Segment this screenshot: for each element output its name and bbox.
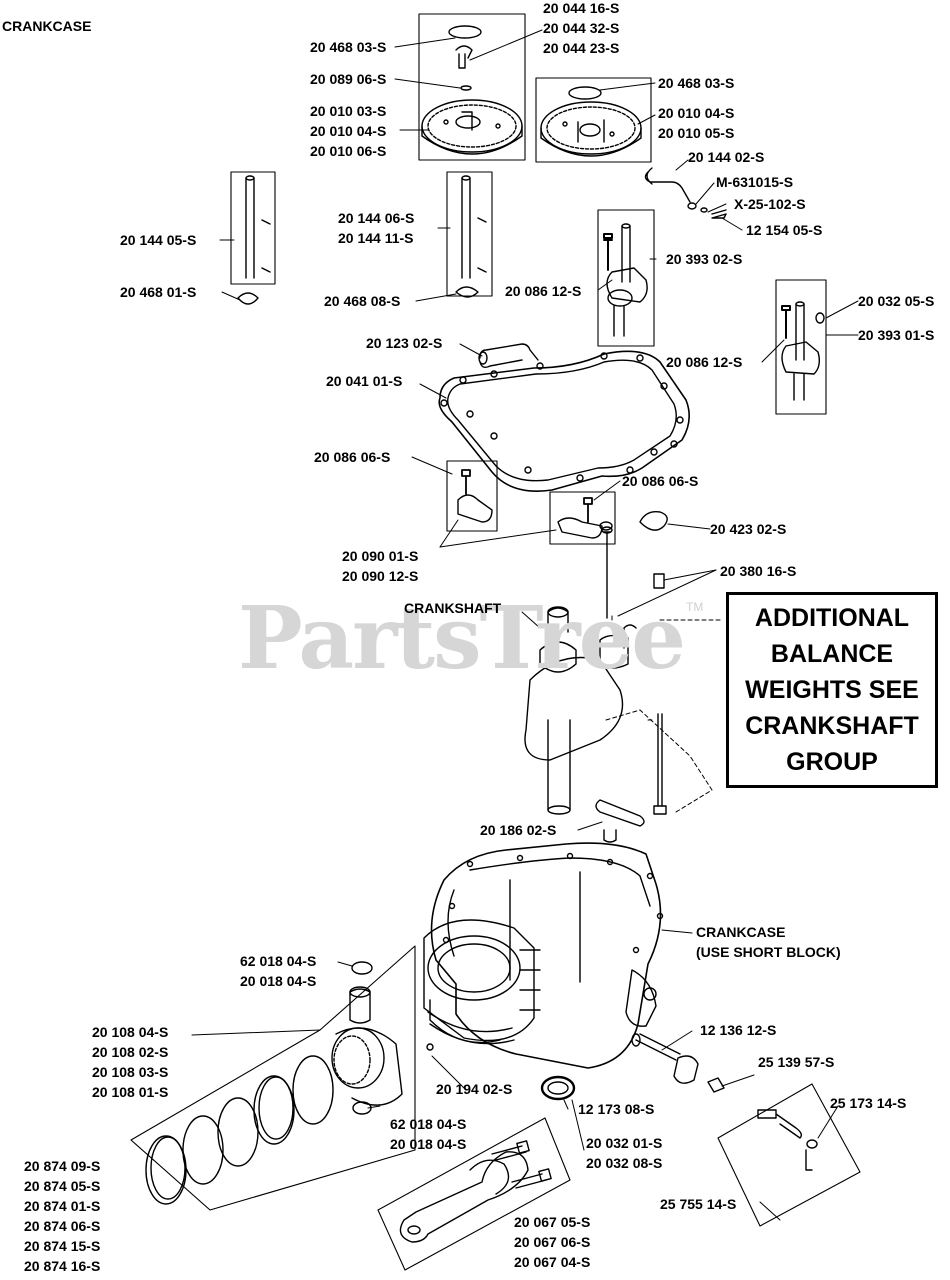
part-label-2008606-b[interactable]: 20 086 06-S xyxy=(622,473,699,489)
part-label-2008612-b[interactable]: 20 086 12-S xyxy=(666,354,743,370)
note-line: WEIGHTS SEE xyxy=(745,676,919,704)
part-label-washer-left[interactable]: 20 468 03-S xyxy=(310,39,387,55)
camshaft-gear-right xyxy=(535,77,652,163)
part-label-2004101[interactable]: 20 041 01-S xyxy=(326,373,403,389)
dipstick-group xyxy=(426,1043,861,1227)
oil-tube-parts xyxy=(644,167,727,219)
rocker-shaft-mid xyxy=(446,171,493,298)
part-label-connecting-rods[interactable]: 20 067 05-S 20 067 06-S 20 067 04-S xyxy=(514,1214,591,1270)
part-label-piston-pin-top[interactable]: 62 018 04-S 20 018 04-S xyxy=(240,953,317,989)
part-label-2513957[interactable]: 25 139 57-S xyxy=(758,1054,835,1070)
partstree-watermark: PartsTree xyxy=(238,588,686,689)
watermark-trademark: TM xyxy=(686,600,704,614)
part-label-2046808[interactable]: 20 468 08-S xyxy=(324,293,401,309)
label-crankcase[interactable]: CRANKCASE (USE SHORT BLOCK) xyxy=(696,924,841,960)
part-label-piston-rings[interactable]: 20 108 04-S 20 108 02-S 20 108 03-S 20 1… xyxy=(92,1024,169,1100)
part-label-2003205[interactable]: 20 032 05-S xyxy=(858,293,935,309)
part-label-2019402[interactable]: 20 194 02-S xyxy=(436,1081,513,1097)
part-label-2039301[interactable]: 20 393 01-S xyxy=(858,327,935,343)
oil-fill-tube xyxy=(631,1033,725,1093)
note-line: GROUP xyxy=(786,748,878,776)
part-label-2008612-a[interactable]: 20 086 12-S xyxy=(505,283,582,299)
governor-assembly-right xyxy=(775,279,827,415)
balance-weights-note: ADDITIONAL BALANCE WEIGHTS SEE CRANKSHAF… xyxy=(726,592,938,788)
piston-rings-group xyxy=(130,945,416,1211)
part-label-2008906[interactable]: 20 089 06-S xyxy=(310,71,387,87)
rocker-shaft-left xyxy=(230,171,276,305)
part-label-2517314[interactable]: 25 173 14-S xyxy=(830,1095,907,1111)
note-line: ADDITIONAL xyxy=(754,604,910,632)
part-label-2008606-a[interactable]: 20 086 06-S xyxy=(314,449,391,465)
part-label-2014405[interactable]: 20 144 05-S xyxy=(120,232,197,248)
part-label-shaft-mid[interactable]: 20 144 06-S 20 144 11-S xyxy=(338,210,415,246)
part-label-camshaft-left[interactable]: 20 010 03-S 20 010 04-S 20 010 06-S xyxy=(310,103,387,159)
part-label-2012302[interactable]: 20 123 02-S xyxy=(366,335,443,351)
part-label-washer-right[interactable]: 20 468 03-S xyxy=(658,75,735,91)
governor-assembly xyxy=(597,209,655,347)
part-label-2018602[interactable]: 20 186 02-S xyxy=(480,822,557,838)
oil-seal xyxy=(540,1075,576,1101)
crankcase-gasket xyxy=(438,350,690,492)
part-label-m631015[interactable]: M-631015-S xyxy=(716,174,794,190)
part-label-2575514[interactable]: 25 755 14-S xyxy=(660,1196,737,1212)
part-label-pistons[interactable]: 20 874 09-S 20 874 05-S 20 874 01-S 20 8… xyxy=(24,1158,101,1274)
cylinder-bolts xyxy=(601,511,668,815)
part-label-1215405[interactable]: 12 154 05-S xyxy=(746,222,823,238)
label-crankshaft[interactable]: CRANKSHAFT xyxy=(404,600,502,616)
connecting-rod-group xyxy=(377,1117,571,1271)
part-label-camshaft-right[interactable]: 20 010 04-S 20 010 05-S xyxy=(658,105,735,141)
part-label-2039302[interactable]: 20 393 02-S xyxy=(666,251,743,267)
part-label-oil-seal[interactable]: 20 032 01-S 20 032 08-S xyxy=(586,1135,663,1171)
camshaft-gear-left xyxy=(418,13,526,161)
note-line: CRANKSHAFT xyxy=(745,712,919,740)
part-label-piston-pin-bottom[interactable]: 62 018 04-S 20 018 04-S xyxy=(390,1116,467,1152)
balance-bar xyxy=(595,799,645,843)
breather-tube xyxy=(478,343,539,369)
leader-lines xyxy=(191,29,859,1221)
balance-weight-left xyxy=(446,460,498,532)
part-label-1213612[interactable]: 12 136 12-S xyxy=(700,1022,777,1038)
part-label-1217308[interactable]: 12 173 08-S xyxy=(578,1101,655,1117)
balance-weight-right xyxy=(549,491,616,545)
crankshaft-drawing xyxy=(524,606,637,815)
page-title: CRANKCASE xyxy=(2,18,92,34)
part-label-2014402[interactable]: 20 144 02-S xyxy=(688,149,765,165)
crankcase-block xyxy=(423,842,664,1069)
part-label-camshaft-lever[interactable]: 20 044 16-S 20 044 32-S 20 044 23-S xyxy=(543,0,620,56)
part-label-2042302[interactable]: 20 423 02-S xyxy=(710,521,787,537)
part-label-balance-weight[interactable]: 20 090 01-S 20 090 12-S xyxy=(342,548,419,584)
note-line: BALANCE xyxy=(770,640,894,668)
part-label-x25102[interactable]: X-25-102-S xyxy=(734,196,806,212)
part-label-2046801[interactable]: 20 468 01-S xyxy=(120,284,197,300)
part-label-2038016[interactable]: 20 380 16-S xyxy=(720,563,797,579)
